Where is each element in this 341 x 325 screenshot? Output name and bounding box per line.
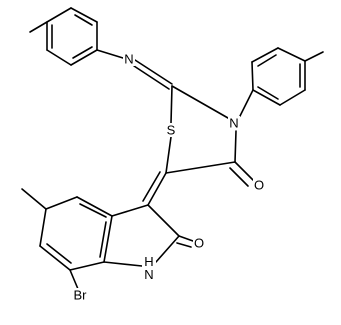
bond [45,196,78,210]
bond [46,49,72,66]
svg-text:N: N [124,52,133,67]
svg-text:Br: Br [74,288,88,303]
atom-label-bromine: Br [71,288,89,303]
carbonyl-double-bond [176,242,192,248]
bond [76,196,113,217]
bond [170,85,173,124]
bond [46,7,72,23]
atom-label-imine-nitrogen: N [123,52,135,67]
carbonyl-double-bond [178,235,194,242]
aromatic-inner-bond [74,14,93,26]
bond [39,245,71,271]
methyl-bond [304,51,324,62]
aromatic-inner-bond [257,86,279,100]
imine-double-bond [134,59,173,85]
bond [70,49,98,66]
bond [103,261,143,267]
aryl-n-bond [239,89,254,117]
bond [147,204,180,237]
svg-text:O: O [194,236,204,251]
atom-label-thiazolidinone-oxygen: O [253,178,265,193]
aromatic-inner-bond [79,203,107,218]
bond [277,47,306,62]
bond [103,215,113,263]
bond [70,7,98,23]
carbonyl-double-bond [234,161,254,181]
exocyclic-double-bond [147,172,167,206]
aryl-n-bond [96,49,124,59]
bond [155,235,180,263]
atom-label-ring-nitrogen: N [228,116,240,131]
exocyclic-double-bond [142,171,161,202]
bond [251,61,254,91]
bond [39,208,47,247]
atom-label-oxindole-oxygen: O [193,236,205,251]
atom-label-ring-sulfur: S [165,123,177,138]
bond [165,136,172,174]
bond [234,130,237,163]
methyl-bond [29,21,48,33]
svg-text:HN: HN [144,254,153,282]
svg-text:S: S [167,123,176,138]
bond [111,204,149,217]
bond [165,161,236,174]
methyl-bond [21,188,47,210]
bond [251,47,279,63]
svg-text:O: O [254,178,264,193]
bond [252,89,281,106]
aromatic-inner-bond [257,54,277,67]
aromatic-inner-bond [72,46,93,59]
imine-double-bond [133,65,170,90]
bond-layer [21,7,324,290]
carbonyl-double-bond [229,167,249,187]
svg-text:N: N [229,116,238,131]
bond [171,85,229,119]
aromatic-inner-bond [46,243,72,264]
bond [279,89,306,106]
c-br-bond [69,269,79,290]
aromatic-inner-bond [99,221,107,258]
bond [69,261,105,271]
